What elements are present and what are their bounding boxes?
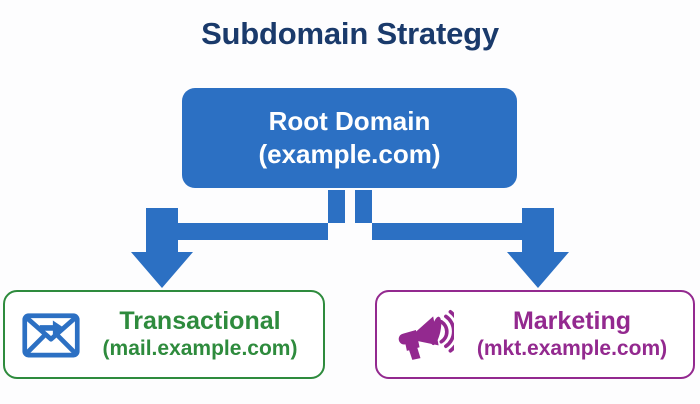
arrow-to-transactional [131, 190, 345, 288]
marketing-title: Marketing [512, 307, 632, 336]
root-domain-label: Root Domain [268, 105, 431, 136]
envelope-arrow-icon [19, 307, 83, 363]
marketing-text-group: Marketing (mkt.example.com) [457, 307, 693, 361]
marketing-branch-box: Marketing (mkt.example.com) [375, 290, 695, 379]
transactional-title: Transactional [119, 307, 281, 336]
root-domain-value: (example.com) [258, 139, 441, 169]
transactional-branch-box: Transactional (mail.example.com) [3, 290, 325, 379]
transactional-subtitle: (mail.example.com) [102, 337, 298, 361]
transactional-text-group: Transactional (mail.example.com) [83, 307, 323, 361]
marketing-subtitle: (mkt.example.com) [476, 337, 668, 361]
megaphone-icon [393, 307, 457, 363]
root-domain-box: Root Domain (example.com) [182, 88, 517, 188]
page-title: Subdomain Strategy [201, 16, 499, 51]
arrow-to-marketing [355, 190, 569, 288]
